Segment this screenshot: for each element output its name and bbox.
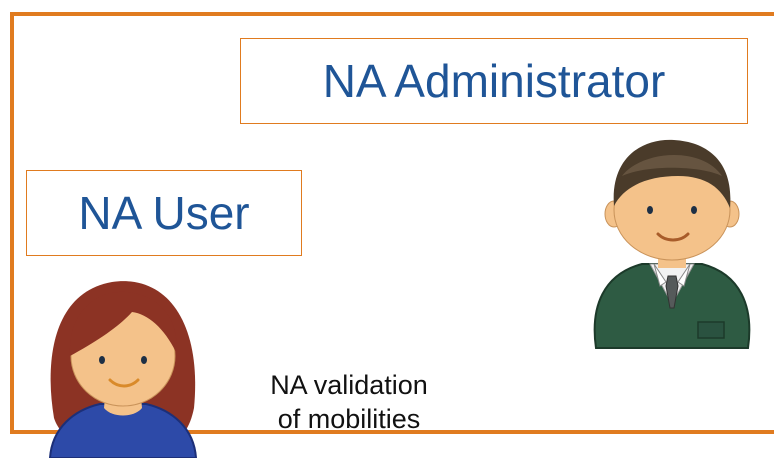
na-user-label: NA User [78, 187, 250, 239]
caption-line-2: of mobilities [277, 404, 421, 434]
na-administrator-label: NA Administrator [322, 55, 666, 107]
woman-avatar-icon [48, 281, 198, 458]
na-user-label-box: NA User [26, 170, 302, 256]
na-administrator-label-box: NA Administrator [240, 38, 748, 124]
orange-frame [10, 12, 774, 434]
man-avatar-icon [593, 139, 751, 349]
na-validation-caption: NA validation of mobilities [224, 368, 474, 436]
caption-line-1: NA validation [270, 370, 428, 400]
